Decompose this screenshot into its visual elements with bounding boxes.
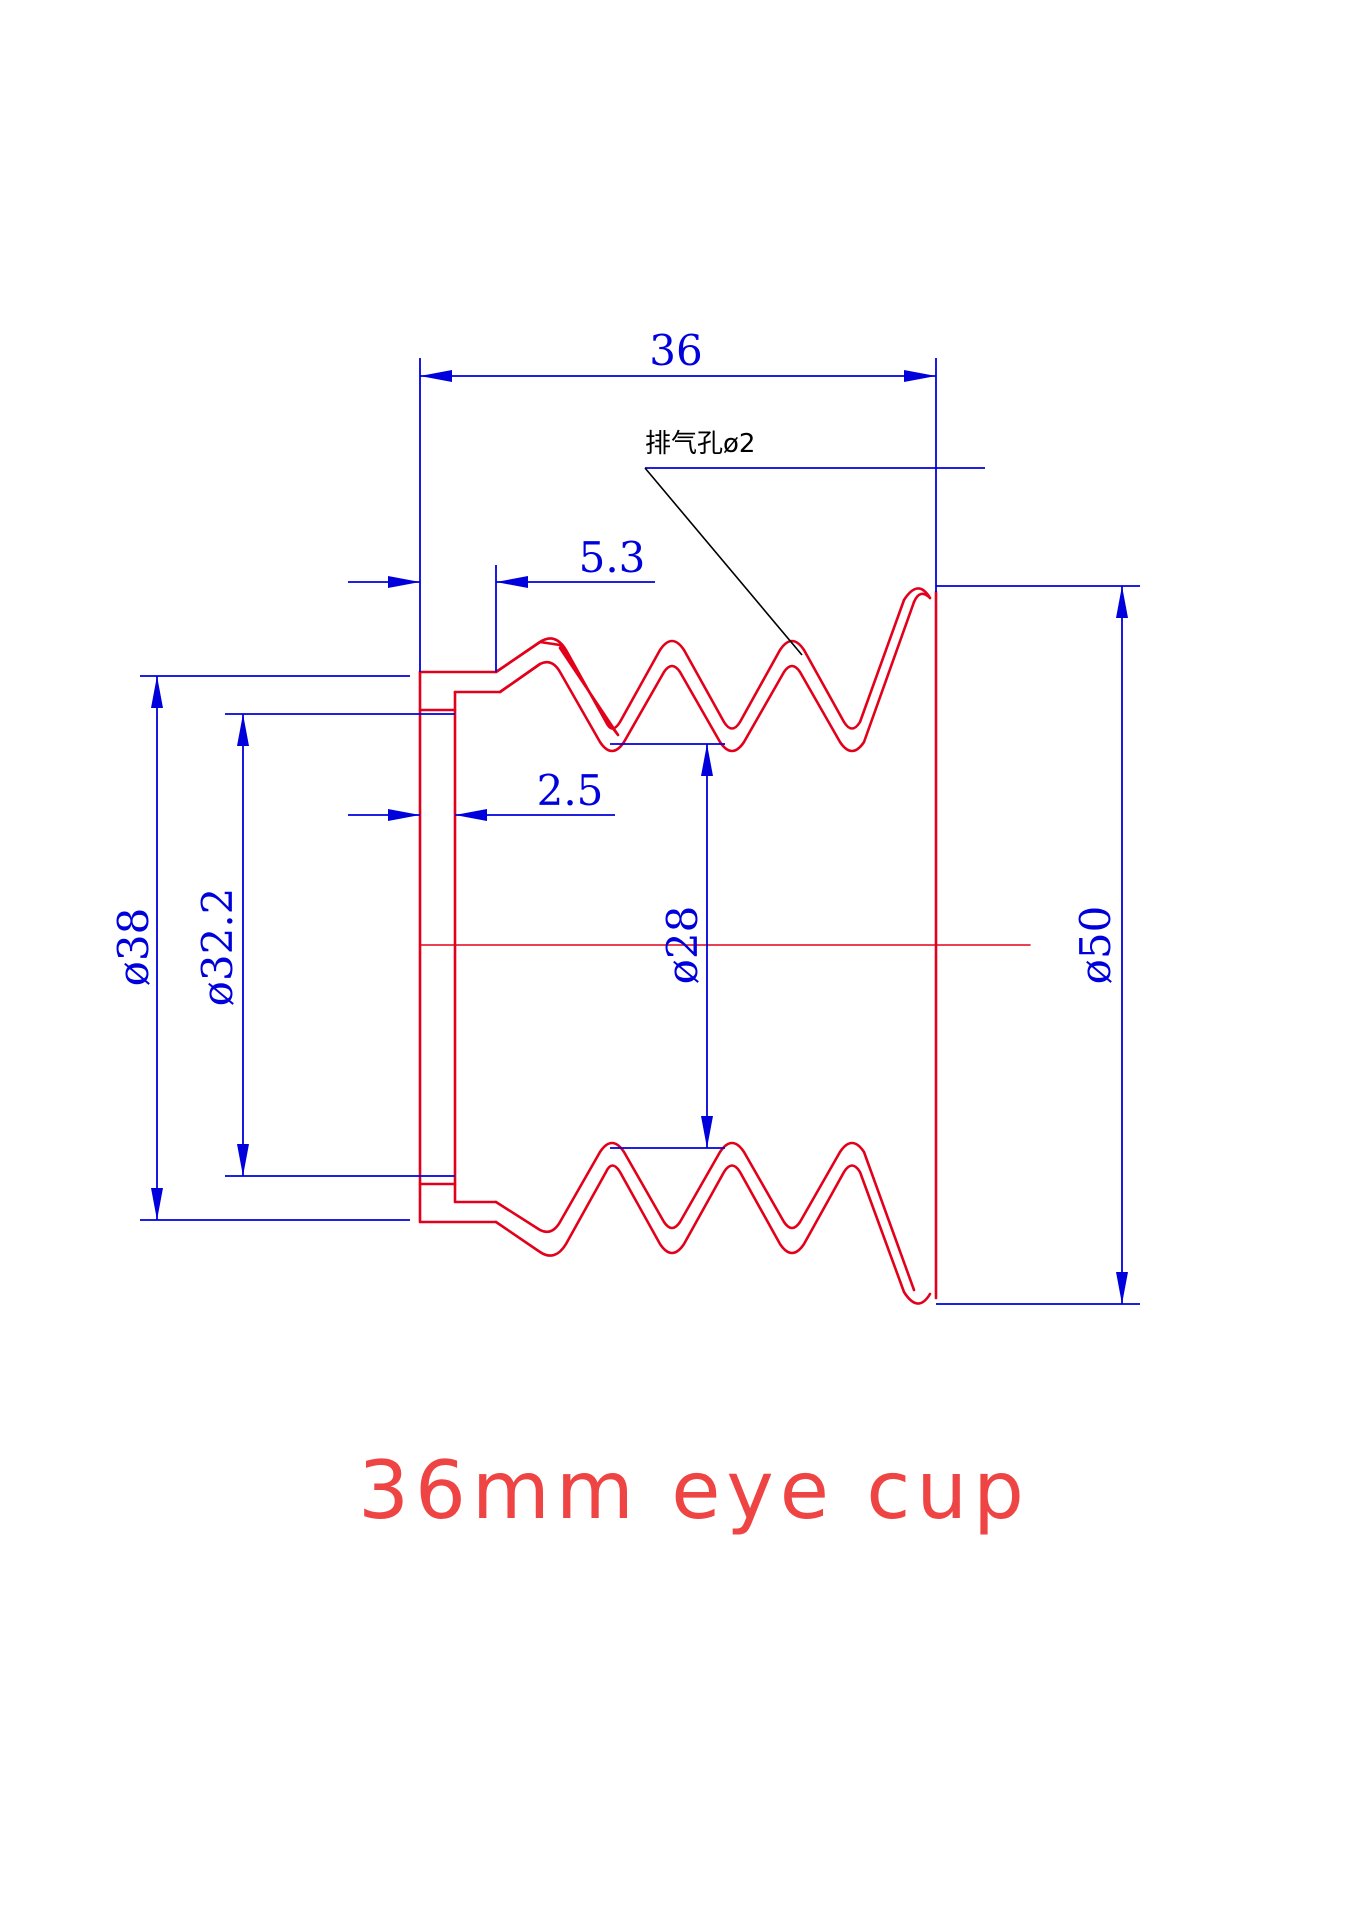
bottom-bellows-outer xyxy=(494,1164,932,1305)
back-wall-outer xyxy=(418,670,498,1224)
top-bellows-outer xyxy=(494,587,932,730)
flange-tip-top xyxy=(912,592,932,604)
back-wall-inner-top xyxy=(453,662,542,694)
label-36: 36 xyxy=(649,326,702,375)
label-d28: ø28 xyxy=(658,906,707,985)
dimensions xyxy=(140,358,1140,1305)
label-d32-2: ø32.2 xyxy=(193,888,242,1007)
label-2-5: 2.5 xyxy=(537,766,604,815)
top-bellows-inner xyxy=(498,600,916,753)
label-5-3: 5.3 xyxy=(579,533,646,582)
vent-hole-note: 排气孔ø2 xyxy=(645,429,755,459)
vent-leader-line xyxy=(644,467,803,656)
bottom-bellows-inner xyxy=(494,1141,916,1292)
back-wall-inner xyxy=(453,690,498,1204)
label-d50: ø50 xyxy=(1071,906,1120,985)
drawing-title: 36mm eye cup xyxy=(358,1444,1030,1537)
dimension-labels: 36 5.3 2.5 ø38 ø32.2 ø28 ø50 xyxy=(109,326,1120,1006)
part-outline xyxy=(418,587,1031,1305)
label-d38: ø38 xyxy=(109,908,158,987)
